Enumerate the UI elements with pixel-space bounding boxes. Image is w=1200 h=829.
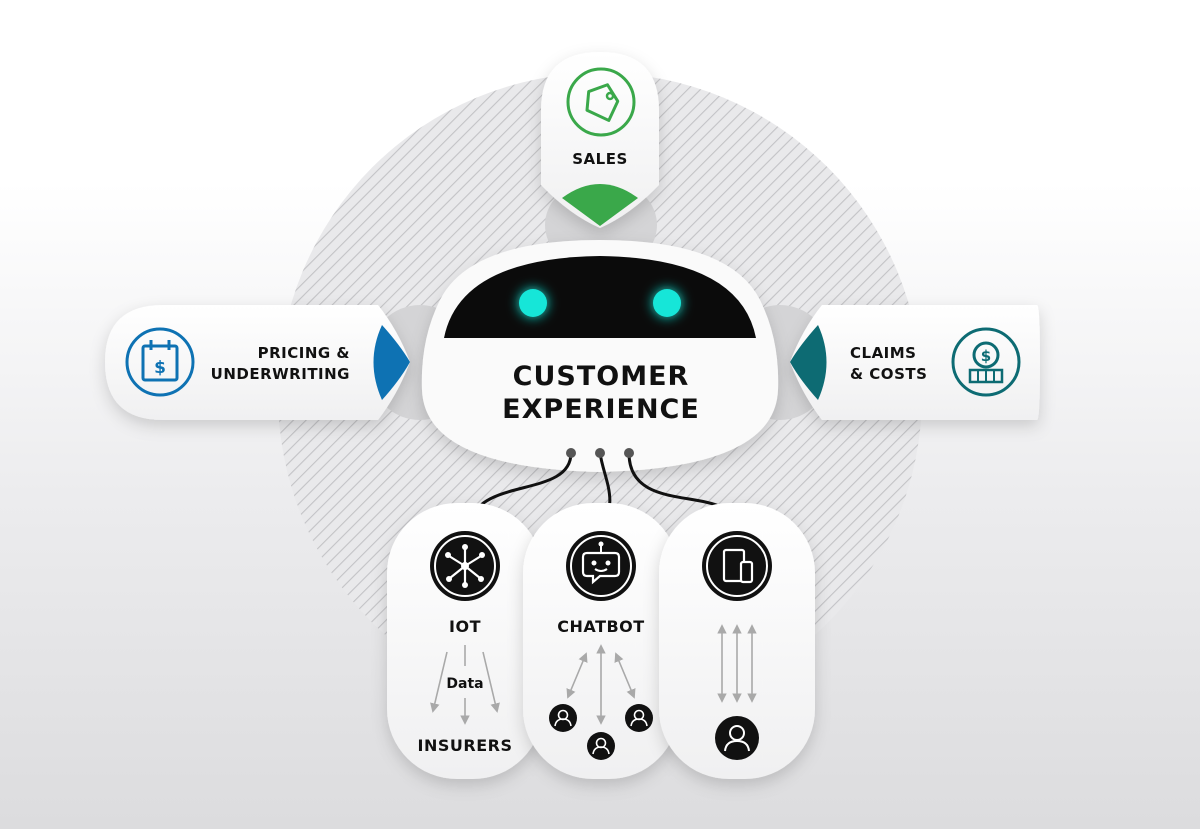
chatbot-arrows	[566, 644, 636, 725]
user-icon	[625, 704, 653, 732]
sales-label: SALES	[572, 150, 628, 168]
claims-costs-card: $	[790, 305, 1040, 420]
device-arrows	[717, 624, 757, 703]
robot-left-eye	[519, 289, 547, 317]
iot-data-arrows	[430, 645, 500, 725]
robot-right-eye	[653, 289, 681, 317]
user-icon	[587, 732, 615, 760]
tablet-phone-icon	[702, 531, 772, 601]
sales-card	[541, 52, 659, 228]
data-flow-label: Data	[446, 676, 484, 692]
customer-experience-title: CUSTOMER EXPERIENCE	[425, 360, 777, 426]
svg-text:$: $	[981, 347, 991, 365]
coin-stack-dollar-icon: $	[951, 327, 1021, 397]
pricing-underwriting-label: PRICING & UNDERWRITING	[200, 343, 350, 385]
iot-label: IOT	[449, 617, 481, 636]
user-icon	[715, 716, 759, 760]
svg-text:$: $	[154, 358, 166, 378]
user-icon	[549, 704, 577, 732]
iot-card	[387, 503, 543, 779]
pricing-underwriting-card: $	[105, 305, 410, 420]
price-tag-icon	[566, 67, 636, 137]
claims-label-line2: & COSTS	[850, 365, 928, 383]
robot-head	[421, 240, 779, 472]
robot-visor	[444, 256, 756, 338]
pricing-label-line2: UNDERWRITING	[210, 365, 350, 383]
center-title-line1: CUSTOMER	[512, 361, 690, 392]
pricing-label-line1: PRICING &	[257, 344, 350, 362]
claims-label-line1: CLAIMS	[850, 344, 917, 362]
claims-costs-label: CLAIMS & COSTS	[850, 343, 970, 385]
center-title-line2: EXPERIENCE	[502, 394, 700, 425]
chatbot-face-icon	[566, 531, 636, 601]
calendar-dollar-icon: $	[125, 327, 195, 397]
network-nodes-icon	[430, 531, 500, 601]
chatbot-label: CHATBOT	[557, 617, 645, 636]
insurers-label: INSURERS	[417, 736, 513, 755]
